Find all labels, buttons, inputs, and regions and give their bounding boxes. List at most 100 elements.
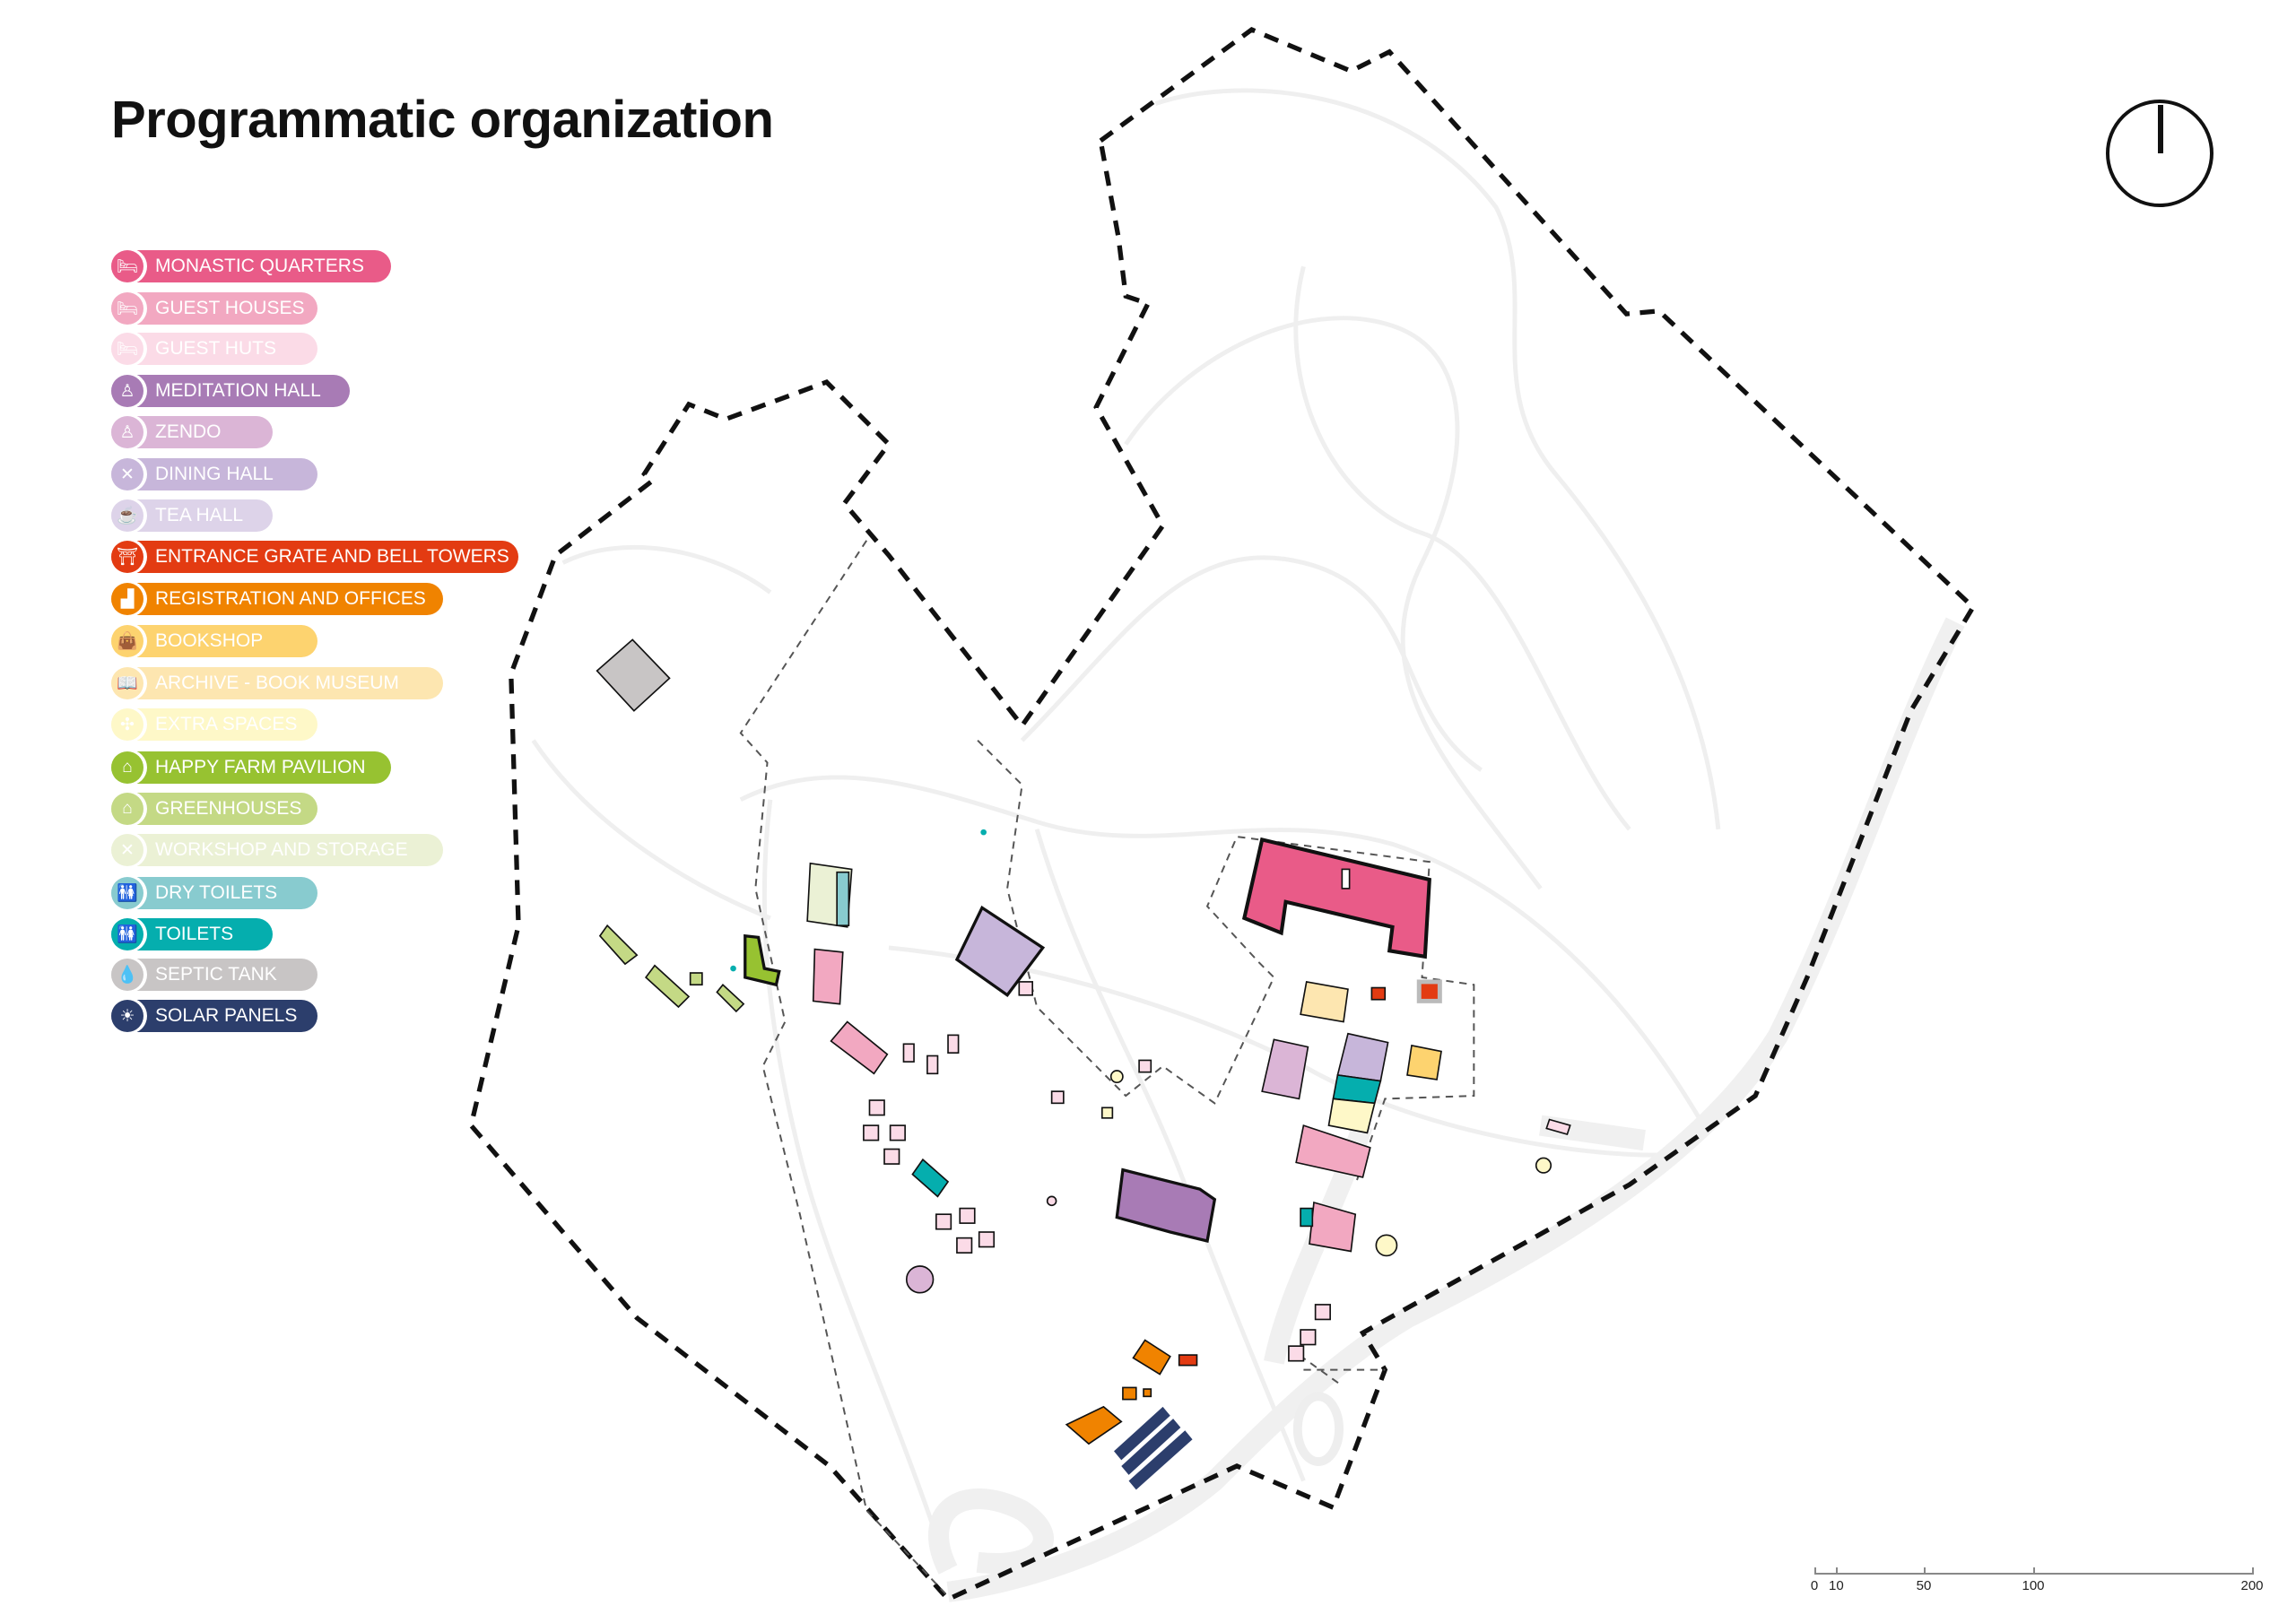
desk-icon: ▟	[111, 583, 144, 615]
guest-house	[830, 1020, 889, 1075]
legend-label: MEDITATION HALL	[155, 380, 321, 401]
page-title: Programmatic organization	[111, 91, 774, 149]
legend-label: GREENHOUSES	[155, 798, 302, 819]
toilet-icon: 🚻	[111, 877, 144, 909]
dry-toilets	[836, 871, 850, 926]
meditation-hall	[1115, 1167, 1217, 1243]
bed-icon: 🛏	[111, 333, 144, 365]
fork-spoon-icon: ✕	[111, 458, 144, 490]
buildings	[596, 638, 1571, 1490]
zendo	[1261, 1038, 1309, 1100]
scale-tick	[1924, 1567, 1926, 1575]
legend-label: DRY TOILETS	[155, 882, 278, 903]
toilets	[911, 1158, 950, 1198]
legend-item: 🛏 GUEST HOUSES	[111, 292, 317, 325]
legend-label: EXTRA SPACES	[155, 714, 298, 734]
legend-label: TEA HALL	[155, 505, 244, 525]
legend-label: WORKSHOP AND STORAGE	[155, 839, 408, 860]
greenhouse	[598, 924, 639, 966]
bell-tower	[1370, 986, 1387, 1001]
legend-item: ☕ TEA HALL	[111, 499, 273, 532]
legend-label: SOLAR PANELS	[155, 1005, 298, 1026]
legend-item: ▟ REGISTRATION AND OFFICES	[111, 583, 443, 615]
legend-label: ENTRANCE GRATE AND BELL TOWERS	[155, 546, 509, 567]
property-boundary	[468, 27, 1977, 1602]
meditation-icon: ♙	[111, 375, 144, 407]
scale-label: 10	[1829, 1578, 1844, 1593]
scale-tick	[2252, 1567, 2254, 1575]
bookshop	[1406, 1044, 1442, 1081]
farm-icon: ⌂	[111, 751, 144, 784]
solar-panel-icon: ☀	[111, 1000, 144, 1032]
scale-tick	[2033, 1567, 2035, 1575]
main-road	[928, 617, 1965, 1602]
dining-hall	[954, 905, 1046, 998]
open-book-icon: 📖	[111, 667, 144, 699]
scale-label: 0	[1810, 1578, 1819, 1593]
tools-icon: ✕	[111, 834, 144, 866]
scale-label: 100	[2022, 1578, 2045, 1593]
cup-icon: ☕	[111, 499, 144, 532]
legend-item: ✕ WORKSHOP AND STORAGE	[111, 834, 443, 866]
legend-label: REGISTRATION AND OFFICES	[155, 588, 426, 609]
scale-bar: 0 10 50 100 200	[1810, 1567, 2264, 1603]
legend-item: ⛩ ENTRANCE GRATE AND BELL TOWERS	[111, 541, 518, 573]
legend-label: ZENDO	[155, 421, 222, 442]
guest-house	[1309, 1201, 1357, 1253]
guest-house	[812, 948, 844, 1005]
bell-tower-icon: ⛩	[111, 541, 144, 573]
guest-huts	[863, 981, 1331, 1362]
legend-label: DINING HALL	[155, 464, 274, 484]
bell-tower	[1416, 979, 1442, 1003]
scale-label: 200	[2240, 1578, 2264, 1593]
zendo-round	[905, 1265, 935, 1294]
legend-item: ✣ EXTRA SPACES	[111, 708, 317, 741]
legend-item: 🚻 DRY TOILETS	[111, 877, 317, 909]
scale-label: 50	[1916, 1578, 1932, 1593]
greenhouse	[644, 964, 691, 1009]
legend-label: HAPPY FARM PAVILION	[155, 757, 366, 777]
bed-icon: 🛏	[111, 292, 144, 325]
bed-icon: 🛏	[111, 250, 144, 282]
monastic-quarters	[1241, 837, 1431, 959]
north-arrow-icon	[2106, 100, 2213, 207]
legend-label: SEPTIC TANK	[155, 964, 277, 985]
legend-label: ARCHIVE - BOOK MUSEUM	[155, 673, 399, 693]
drop-icon: 💧	[111, 959, 144, 991]
archive	[1300, 980, 1349, 1023]
arrows-in-icon: ✣	[111, 708, 144, 741]
legend-item: 📖 ARCHIVE - BOOK MUSEUM	[111, 667, 443, 699]
legend-item: ♙ ZENDO	[111, 416, 273, 448]
legend-item: ⌂ GREENHOUSES	[111, 793, 317, 825]
toilet-icon: 🚻	[111, 918, 144, 950]
legend-label: GUEST HUTS	[155, 338, 276, 359]
guest-house	[1295, 1124, 1371, 1178]
legend-item: 👜 BOOKSHOP	[111, 625, 317, 657]
registration	[1132, 1339, 1171, 1376]
legend-item: 🛏 MONASTIC QUARTERS	[111, 250, 391, 282]
meditation-icon: ♙	[111, 416, 144, 448]
legend-item: 💧 SEPTIC TANK	[111, 959, 317, 991]
guest-hut	[1545, 1118, 1571, 1136]
shopping-bag-icon: 👜	[111, 625, 144, 657]
legend-item: 🚻 TOILETS	[111, 918, 273, 950]
legend-label: BOOKSHOP	[155, 630, 264, 651]
scale-tick	[1836, 1567, 1839, 1575]
solar-panels	[1114, 1406, 1193, 1490]
legend-label: TOILETS	[155, 924, 234, 944]
greenhouse	[716, 984, 745, 1013]
greenhouse-icon: ⌂	[111, 793, 144, 825]
paths	[531, 88, 1721, 1571]
septic-tank	[596, 638, 671, 712]
legend-item: ♙ MEDITATION HALL	[111, 375, 350, 407]
legend-item: ✕ DINING HALL	[111, 458, 317, 490]
legend-item: 🛏 GUEST HUTS	[111, 333, 317, 365]
extra-spaces	[1327, 1098, 1376, 1134]
toilets	[1300, 1207, 1314, 1228]
zone-boundaries	[739, 540, 1475, 1597]
dining-hall	[1336, 1032, 1389, 1082]
legend-label: MONASTIC QUARTERS	[155, 256, 364, 276]
happy-farm-pavilion	[744, 933, 781, 987]
legend-label: GUEST HOUSES	[155, 298, 305, 318]
